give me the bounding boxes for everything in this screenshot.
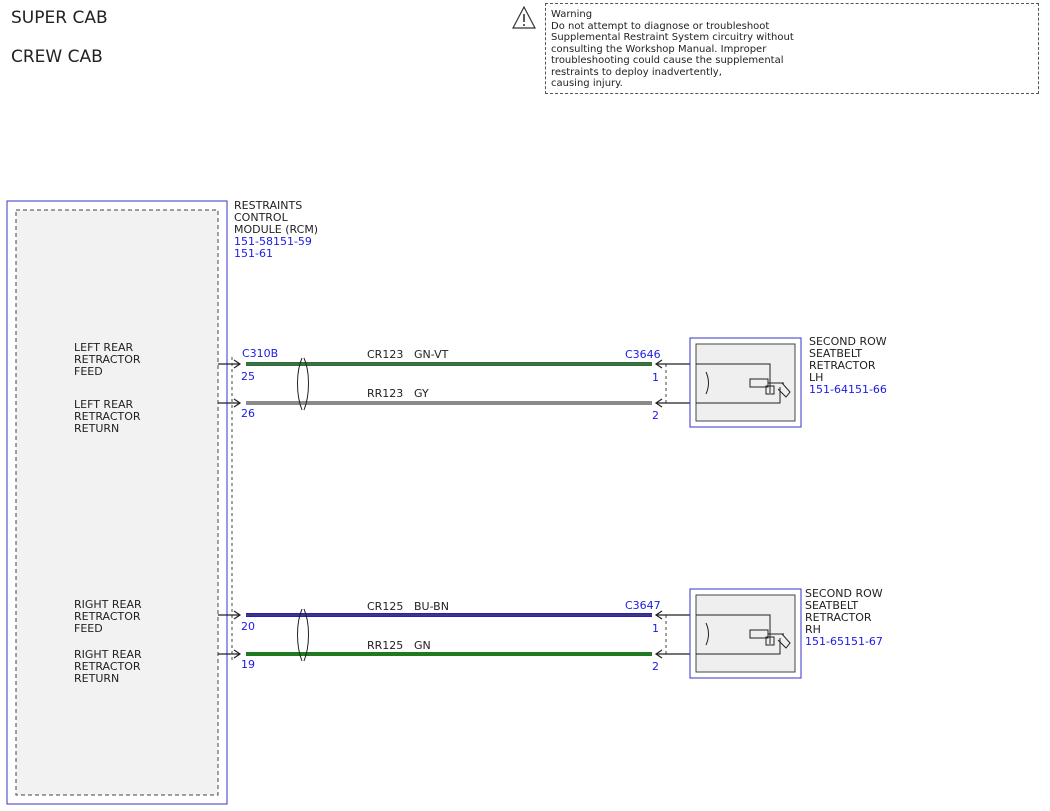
- pin-label-line: RETURN: [74, 672, 119, 685]
- c3647-connector-label[interactable]: C3647: [625, 599, 661, 612]
- rcm-pin-number: 26: [241, 407, 255, 420]
- warning-line: Warning: [551, 9, 593, 20]
- crew-cab-heading: CREW CAB: [11, 47, 103, 67]
- wire-circuit-label: RR125: [367, 639, 403, 652]
- rh-component-name-line: SECOND ROW: [805, 587, 883, 600]
- rcm-name-line: CONTROL: [234, 211, 289, 224]
- wire-circuit-label: RR123: [367, 387, 403, 400]
- lh-component-name-line: RETRACTOR: [809, 359, 876, 372]
- rcm-name-line: MODULE (RCM): [234, 223, 318, 236]
- rcm-ref-link[interactable]: 151-61: [234, 247, 273, 260]
- warning-line: Supplemental Restraint System circuitry …: [551, 32, 794, 43]
- warning-line: restraints to deploy inadvertently,: [551, 66, 722, 78]
- twisted-pair-symbol: [297, 608, 309, 662]
- warning-text: Warning Do not attempt to diagnose or tr…: [551, 9, 794, 90]
- twisted-pair-symbol: [297, 357, 309, 411]
- c310b-connector-label[interactable]: C310B: [242, 347, 278, 360]
- retractor-icon: [749, 629, 791, 649]
- pin-label-line: RETURN: [74, 422, 119, 435]
- pin-label-line: RIGHT REAR: [74, 648, 142, 661]
- pin-label-line: RETRACTOR: [74, 410, 141, 423]
- rcm-name-line: RESTRAINTS: [234, 199, 302, 212]
- lh-retractor-component[interactable]: [689, 337, 802, 428]
- pin-label-line: LEFT REAR: [74, 398, 134, 411]
- wire-color-label: GN-VT: [414, 348, 449, 361]
- wire-color-label: GN: [414, 639, 431, 652]
- rcm-inner-box: [15, 209, 219, 796]
- rh-component-name-line: RETRACTOR: [805, 611, 872, 624]
- wire-color-label: BU-BN: [414, 600, 449, 613]
- rh-component-name-line: SEATBELT: [805, 599, 858, 612]
- warning-line: consulting the Workshop Manual. Improper: [551, 43, 767, 55]
- wire-color-label: GY: [414, 387, 429, 400]
- lh-component-name-line: SEATBELT: [809, 347, 862, 360]
- warning-line: Do not attempt to diagnose or troublesho…: [551, 20, 770, 32]
- rcm-pin-number: 20: [241, 620, 255, 633]
- rcm-pin-number: 19: [241, 658, 255, 671]
- warning-triangle-icon: [512, 5, 536, 29]
- lh-component-name-line: LH: [809, 371, 823, 384]
- super-cab-heading: SUPER CAB: [11, 8, 108, 28]
- pin-label-line: RIGHT REAR: [74, 598, 142, 611]
- component-pin-stubs: [654, 359, 696, 659]
- rcm-pin-stubs: [218, 359, 242, 659]
- warning-line: troubleshooting could cause the suppleme…: [551, 55, 784, 66]
- wire-circuit-label: CR125: [367, 600, 403, 613]
- pin-label-line: RETRACTOR: [74, 353, 141, 366]
- warning-line: causing injury.: [551, 78, 623, 89]
- component-pin-number: 2: [652, 660, 659, 673]
- rcm-pin-number: 25: [241, 370, 255, 383]
- component-pin-number: 1: [652, 371, 659, 384]
- pin-label-line: RETRACTOR: [74, 660, 141, 673]
- pin-label-line: LEFT REAR: [74, 341, 134, 354]
- retractor-icon: [749, 378, 791, 398]
- component-pin-number: 1: [652, 622, 659, 635]
- component-pin-number: 2: [652, 409, 659, 422]
- rh-component-name-line: RH: [805, 623, 821, 636]
- lh-component-ref-link[interactable]: 151-64151-66: [809, 383, 887, 396]
- rh-component-ref-link[interactable]: 151-65151-67: [805, 635, 883, 648]
- rh-retractor-component[interactable]: [689, 588, 802, 679]
- pin-label-line: FEED: [74, 622, 103, 635]
- wire-circuit-label: CR123: [367, 348, 403, 361]
- rcm-ref-link[interactable]: 151-58151-59: [234, 235, 312, 248]
- pin-label-line: RETRACTOR: [74, 610, 141, 623]
- c3646-connector-label[interactable]: C3646: [625, 348, 661, 361]
- warning-box: Warning Do not attempt to diagnose or tr…: [545, 3, 1039, 94]
- lh-component-name-line: SECOND ROW: [809, 335, 887, 348]
- pin-label-line: FEED: [74, 365, 103, 378]
